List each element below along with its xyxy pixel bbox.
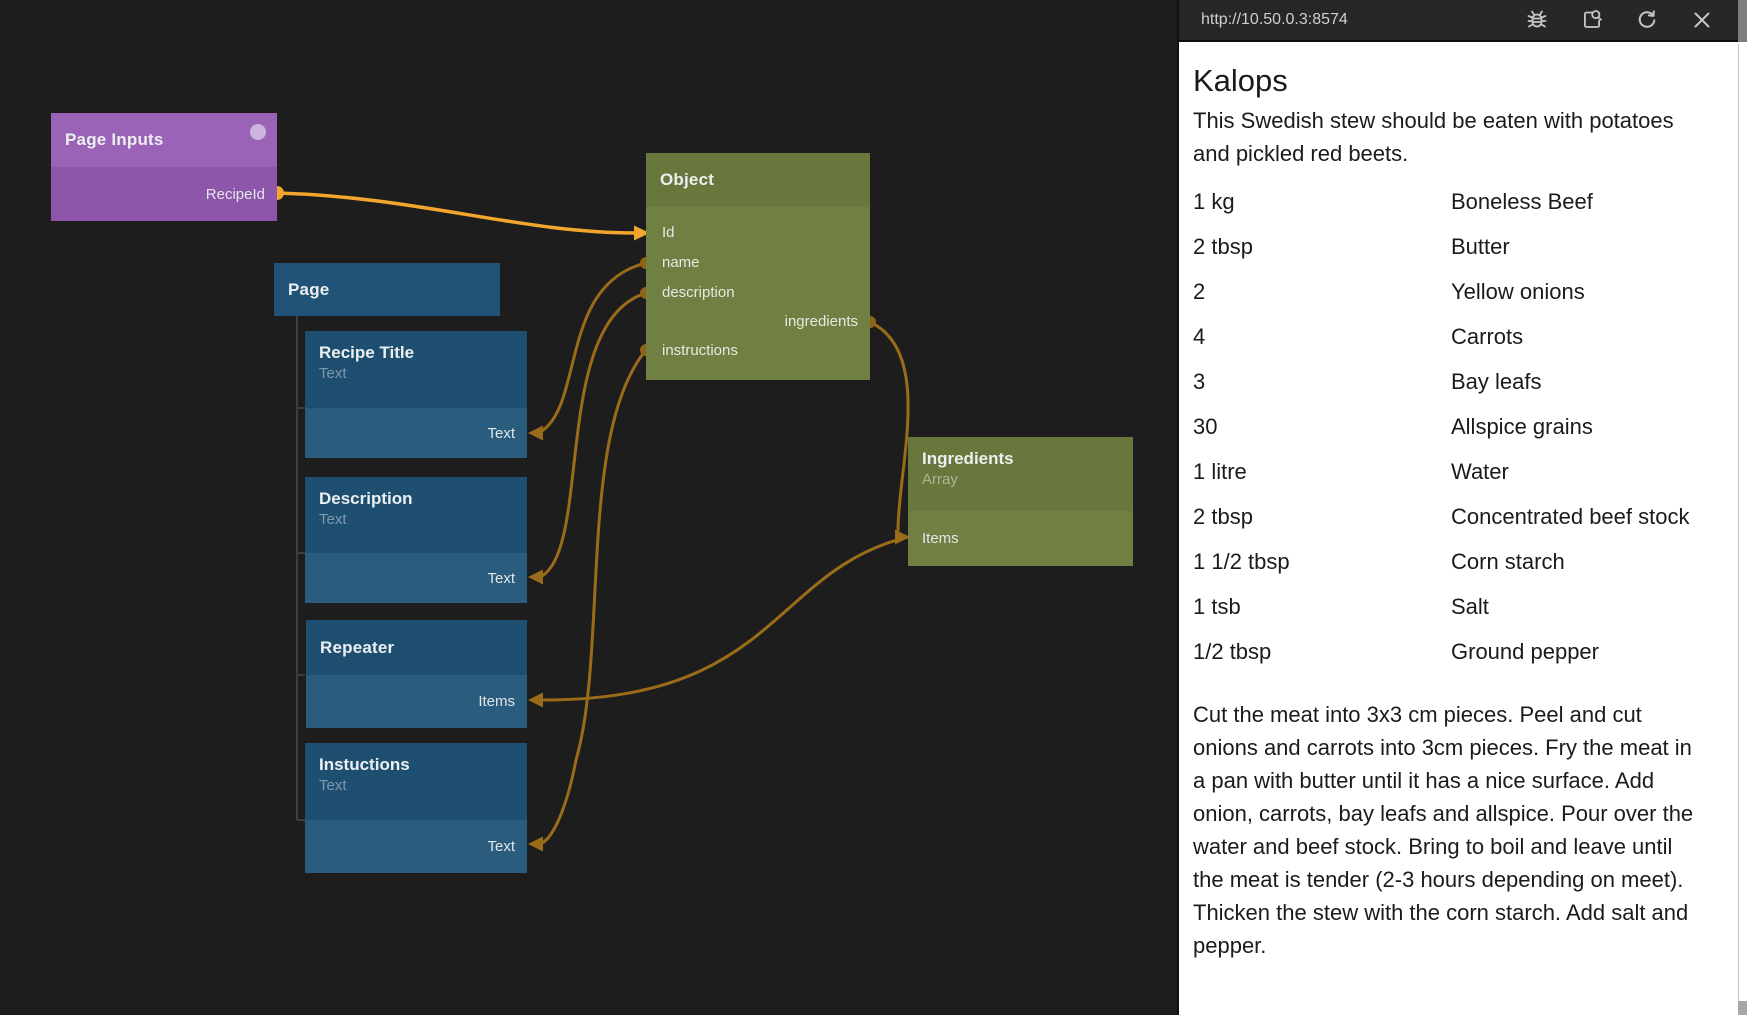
ingredient-row: 1 litre Water: [1193, 449, 1703, 494]
ingredient-row: 1/2 tbsp Ground pepper: [1193, 629, 1703, 674]
wire-instructions-to-instructions[interactable]: [540, 348, 648, 845]
recipe-title: Kalops: [1193, 63, 1288, 98]
ingredient-amount: 1 tsb: [1193, 593, 1241, 619]
node-object[interactable]: Object Id name description ingredients i…: [646, 153, 870, 380]
wire-recipeid-to-id[interactable]: [275, 191, 638, 235]
ingredient-row: 2 tbsp Butter: [1193, 224, 1703, 269]
ingredient-amount: 1 litre: [1193, 458, 1247, 484]
ingredient-row: 1 1/2 tbsp Corn starch: [1193, 539, 1703, 584]
ingredient-amount: 1 1/2 tbsp: [1193, 548, 1290, 574]
node-title: Page Inputs: [65, 130, 164, 149]
tree-connector: [296, 316, 305, 821]
arrow-into-repeater-items: [528, 692, 543, 708]
ingredient-name: Yellow onions: [1451, 279, 1585, 304]
arrow-into-instructions-text: [528, 836, 543, 852]
node-ingredients[interactable]: Ingredients Array Items: [908, 437, 1133, 566]
ingredient-name: Corn starch: [1451, 549, 1565, 574]
ingredient-row: 3 Bay leafs: [1193, 359, 1703, 404]
node-instructions[interactable]: Instuctions Text Text: [305, 743, 527, 873]
node-repeater[interactable]: Repeater Items: [306, 620, 527, 728]
ingredient-row: 1 kg Boneless Beef: [1193, 179, 1703, 224]
node-title: Repeater: [320, 637, 395, 657]
ingredient-name: Salt: [1451, 594, 1489, 619]
preview-panel: http://10.50.0.3:8574: [1177, 0, 1747, 1015]
port-items[interactable]: Items: [306, 675, 527, 728]
ingredient-row: 4 Carrots: [1193, 314, 1703, 359]
node-title: Ingredients: [922, 449, 1014, 468]
scrollbar-track[interactable]: [1738, 44, 1747, 1015]
port-ingredients[interactable]: ingredients: [784, 313, 858, 330]
ingredient-list: 1 kg Boneless Beef 2 tbsp Butter 2 Yello…: [1193, 179, 1703, 674]
arrow-into-description-text: [528, 569, 543, 585]
wire-name-to-recipe-title[interactable]: [540, 261, 648, 433]
ingredient-row: 2 Yellow onions: [1193, 269, 1703, 314]
node-subtitle: Text: [319, 777, 347, 794]
node-editor-canvas[interactable]: Page Inputs RecipeId Page Recipe Title T…: [0, 0, 1177, 1015]
node-subtitle: Text: [319, 511, 347, 528]
port-text[interactable]: Text: [305, 553, 527, 603]
port-name[interactable]: name: [662, 254, 700, 271]
arrow-into-object-id: [634, 225, 650, 241]
ingredient-amount: 3: [1193, 368, 1206, 394]
wire-description-to-description[interactable]: [540, 291, 648, 578]
recipe-description: This Swedish stew should be eaten with p…: [1193, 108, 1674, 166]
node-page-inputs[interactable]: Page Inputs RecipeId: [51, 113, 277, 221]
port-id[interactable]: Id: [662, 224, 675, 241]
node-page[interactable]: Page: [274, 263, 500, 316]
wire-ingredients-to-array[interactable]: [868, 320, 910, 532]
node-subtitle: Text: [319, 365, 347, 382]
port-text[interactable]: Text: [305, 820, 527, 873]
ingredient-amount: 2: [1193, 278, 1206, 304]
ingredient-name: Bay leafs: [1451, 369, 1542, 394]
preview-header: http://10.50.0.3:8574: [1179, 0, 1747, 42]
arrow-into-recipe-title-text: [528, 425, 543, 441]
ingredient-name: Ground pepper: [1451, 639, 1599, 664]
ingredient-name: Concentrated beef stock: [1451, 504, 1690, 529]
refresh-icon[interactable]: [1634, 7, 1660, 33]
ingredient-name: Carrots: [1451, 324, 1524, 349]
port-description[interactable]: description: [662, 284, 735, 301]
port-items[interactable]: Items: [908, 511, 1133, 566]
port-recipeid[interactable]: RecipeId: [51, 167, 277, 221]
scrollbar-header-segment: [1738, 0, 1747, 42]
ingredient-amount: 30: [1193, 413, 1218, 439]
ingredient-row: 1 tsb Salt: [1193, 584, 1703, 629]
ingredient-amount: 4: [1193, 323, 1206, 349]
wire-array-to-repeater[interactable]: [542, 535, 910, 702]
ingredient-amount: 1 kg: [1193, 188, 1235, 214]
ingredient-name: Boneless Beef: [1451, 189, 1593, 214]
node-title: Recipe Title: [319, 343, 415, 362]
port-text[interactable]: Text: [305, 408, 527, 458]
ingredient-row: 30 Allspice grains: [1193, 404, 1703, 449]
arrow-into-ingredients-items: [895, 529, 910, 545]
node-title: Object: [660, 170, 715, 189]
recipe-instructions: Cut the meat into 3x3 cm pieces. Peel an…: [1193, 702, 1694, 958]
close-icon[interactable]: [1689, 7, 1715, 33]
node-title: Instuctions: [319, 755, 410, 774]
ingredient-name: Water: [1451, 459, 1509, 484]
ingredient-name: Butter: [1451, 234, 1510, 259]
node-title: Page: [288, 279, 330, 299]
ingredient-name: Allspice grains: [1451, 414, 1593, 439]
ingredient-amount: 1/2 tbsp: [1193, 638, 1272, 664]
inspect-component-icon[interactable]: [1579, 7, 1605, 33]
ingredient-row: 2 tbsp Concentrated beef stock: [1193, 494, 1703, 539]
ingredient-amount: 2 tbsp: [1193, 233, 1253, 259]
preview-url[interactable]: http://10.50.0.3:8574: [1201, 11, 1348, 28]
connection-indicator-dot: [250, 124, 266, 140]
node-subtitle: Array: [922, 471, 958, 488]
node-description[interactable]: Description Text Text: [305, 477, 527, 603]
node-recipe-title[interactable]: Recipe Title Text Text: [305, 331, 527, 458]
scrollbar-corner: [1738, 1001, 1747, 1015]
bug-icon[interactable]: [1524, 7, 1550, 33]
port-instructions[interactable]: instructions: [662, 342, 738, 359]
ingredient-amount: 2 tbsp: [1193, 503, 1253, 529]
preview-content: Kalops This Swedish stew should be eaten…: [1179, 44, 1747, 1015]
node-title: Description: [319, 489, 413, 508]
